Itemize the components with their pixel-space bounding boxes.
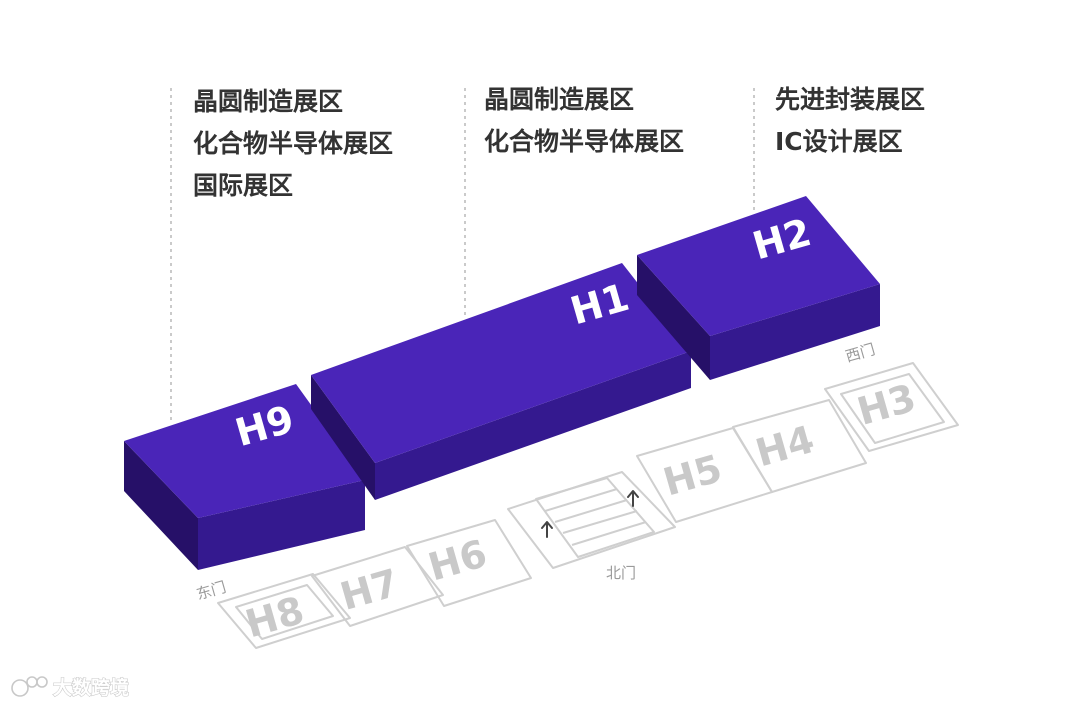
hall-H6 <box>406 519 532 607</box>
zone-right-line-2: IC设计展区 <box>775 127 903 156</box>
hall-H6-label: H6 <box>424 531 492 589</box>
watermark: 大数跨境 <box>11 675 130 700</box>
hall-H9-side <box>124 441 198 570</box>
north-entrance-stair-3 <box>562 510 638 534</box>
hall-H1: H1 <box>311 263 691 500</box>
zone-left-line-2: 化合物半导体展区 <box>193 129 393 158</box>
zone-left-line-3: 国际展区 <box>193 171 293 200</box>
hall-H9: H9 <box>124 384 365 570</box>
hall-H2: H2 <box>637 196 880 380</box>
hall-H6-outer <box>406 519 532 607</box>
hall-H4-outer <box>732 399 867 493</box>
arrow-up-icon <box>541 521 553 538</box>
hall-H2-front <box>710 284 880 380</box>
arrow-up-icon <box>627 490 639 507</box>
zone-middle-line-1: 晶圆制造展区 <box>484 85 634 114</box>
hall-H7-label: H7 <box>335 561 403 619</box>
watermark-text: 大数跨境 <box>53 676 129 699</box>
hall-H8-inner <box>235 584 334 640</box>
north-entrance-stair-4 <box>571 521 647 546</box>
hall-H5-label: H5 <box>659 446 727 504</box>
zone-description-left: 晶圆制造展区 化合物半导体展区 国际展区 <box>193 87 393 200</box>
hall-H4 <box>732 399 867 493</box>
highlighted-halls: H9 H1 H2 <box>124 196 880 570</box>
zone-middle-line-2: 化合物半导体展区 <box>484 127 684 156</box>
hall-H7 <box>311 546 444 627</box>
zone-description-right: 先进封装展区 IC设计展区 <box>775 85 925 156</box>
hall-H8 <box>217 573 351 649</box>
hall-H1-top <box>311 263 691 463</box>
hall-H3-inner <box>840 373 945 444</box>
hall-H7-outer <box>311 546 444 627</box>
outline-halls <box>217 362 959 649</box>
watermark-logo-icon <box>11 676 48 697</box>
hall-H1-side <box>311 375 375 500</box>
zone-description-middle: 晶圆制造展区 化合物半导体展区 <box>484 85 684 156</box>
hall-H8-label: H8 <box>241 588 309 646</box>
hall-H8-outer <box>217 573 351 649</box>
zone-left-line-1: 晶圆制造展区 <box>193 87 343 116</box>
zone-leader-lines <box>170 88 755 420</box>
hall-H3-label: H3 <box>852 376 920 434</box>
hall-H9-top <box>124 384 365 518</box>
zone-right-line-1: 先进封装展区 <box>775 85 925 114</box>
north-entrance-hall <box>507 471 676 569</box>
north-entrance-stair-1 <box>544 488 618 512</box>
hall-H1-front <box>375 351 691 500</box>
north-door-label: 北门 <box>606 564 636 582</box>
north-entrance-stair-2 <box>554 499 628 523</box>
hall-H9-front <box>198 480 365 570</box>
escalator-arrows <box>541 490 639 538</box>
hall-H3-outer <box>824 362 959 452</box>
hall-H3 <box>824 362 959 452</box>
hall-H4-label: H4 <box>751 417 819 475</box>
west-door-label: 西门 <box>843 340 877 366</box>
hall-H2-top <box>637 196 880 336</box>
north-entrance-inner <box>535 477 655 558</box>
east-door-label: 东门 <box>194 578 228 604</box>
hall-H2-side <box>637 255 710 380</box>
